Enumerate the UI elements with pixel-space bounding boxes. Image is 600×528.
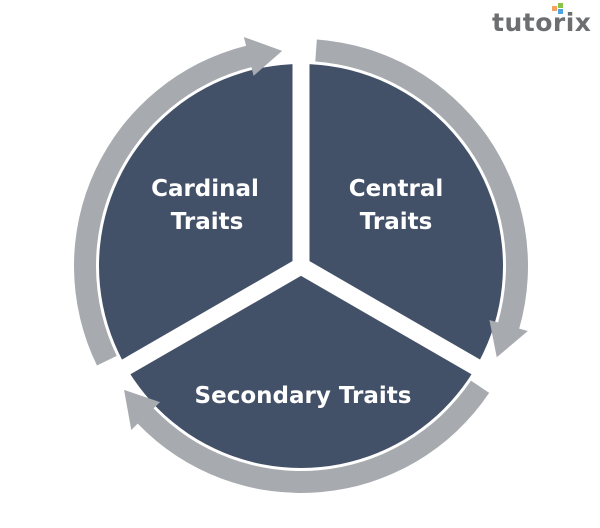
segment-label-cardinal-line1: Cardinal [151, 176, 259, 202]
cycle-arrow-2 [315, 39, 528, 358]
segment-separator-2 [296, 258, 514, 394]
cycle-arrow-3 [124, 380, 490, 493]
logo-dot [552, 6, 557, 11]
logo-text: tutorix [492, 8, 592, 37]
segment-label-cardinal-line2: Traits [171, 209, 244, 235]
cycle-arrow-1 [74, 37, 283, 366]
logo-dot [558, 3, 563, 8]
logo-dot [558, 9, 563, 14]
tutorix-logo: tutorix [492, 3, 592, 37]
segment-label-central-line1: Central [349, 176, 444, 202]
segment-label-secondary: Secondary Traits [195, 383, 412, 409]
segment-separator-3 [88, 258, 306, 394]
segment-label-central-line2: Traits [360, 209, 433, 235]
